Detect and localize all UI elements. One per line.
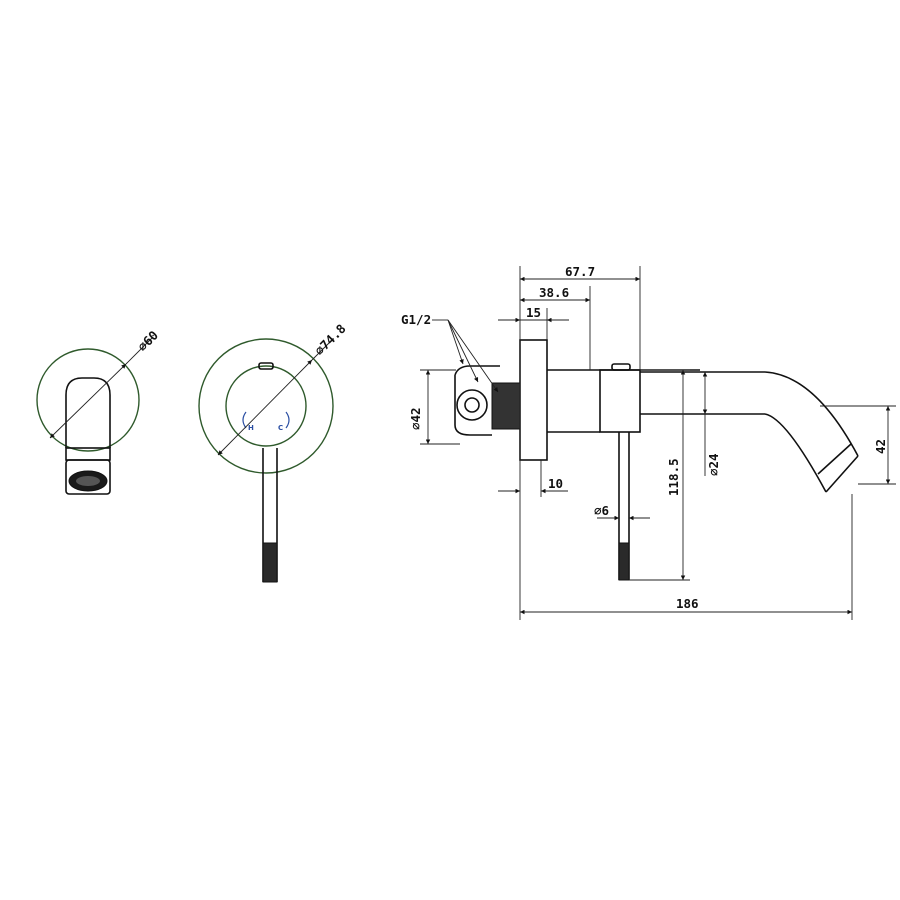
diameter-symbol: ⌀ xyxy=(706,468,721,476)
spout-curve-outer xyxy=(764,371,859,457)
spout-front-view: ⌀60 xyxy=(36,328,162,495)
lever-grip xyxy=(262,542,278,583)
spout-aerator-face xyxy=(65,459,111,495)
inlet-fitting xyxy=(456,389,488,421)
dim-74-8-leader xyxy=(311,339,333,361)
spout-collar xyxy=(65,447,111,461)
hub-indicator xyxy=(611,363,631,371)
dim-24-label: ⌀24 xyxy=(706,453,721,476)
inlet-fitting-inner xyxy=(464,397,480,413)
dim-38-6-label: 38.6 xyxy=(539,285,569,300)
dim-42r-label: 42 xyxy=(873,439,888,454)
g12-leader-3 xyxy=(447,319,479,383)
cold-arrow xyxy=(285,411,290,429)
dim-60-label: ⌀60 xyxy=(135,328,162,355)
spout-tip xyxy=(825,455,859,493)
mixer-front-view: H C ⌀74.8 xyxy=(198,321,349,583)
dim-118-5-label: 118.5 xyxy=(666,458,681,496)
side-lever-grip xyxy=(618,542,630,581)
dim-74-8-line xyxy=(217,359,313,456)
handle-hub xyxy=(599,369,641,433)
diameter-symbol: ⌀ xyxy=(408,422,423,430)
dim-42-label: ⌀42 xyxy=(408,407,423,430)
dim-6-label: ⌀6 xyxy=(594,503,609,518)
dim-15-label: 15 xyxy=(526,305,541,320)
hot-mark: H xyxy=(248,424,254,432)
dim-74-8-label: ⌀74.8 xyxy=(312,321,349,358)
dim-60-line xyxy=(49,363,127,439)
hot-arrow xyxy=(242,411,247,429)
dim-67-7-label: 67.7 xyxy=(565,264,595,279)
mixer-wall-plate xyxy=(198,338,334,474)
side-wall-plate xyxy=(519,339,548,461)
g12-leader-4 xyxy=(447,319,499,393)
cold-mark: C xyxy=(278,424,283,432)
side-view: G1/2 ⌀42 67.7 38.6 15 10 xyxy=(401,264,896,620)
dim-60-leader xyxy=(125,337,153,365)
g12-leader-2 xyxy=(447,319,464,365)
dim-186-label: 186 xyxy=(676,596,699,611)
spout-tip-band xyxy=(817,443,852,475)
dim-10-label: 10 xyxy=(548,476,563,491)
spout-wall-plate xyxy=(36,348,140,452)
diameter-symbol: ⌀ xyxy=(594,503,602,518)
g12-label: G1/2 xyxy=(401,312,431,327)
spout-aerator-inner xyxy=(76,476,100,486)
spout-body-outline xyxy=(65,377,111,448)
spout-curve-inner xyxy=(764,413,827,493)
